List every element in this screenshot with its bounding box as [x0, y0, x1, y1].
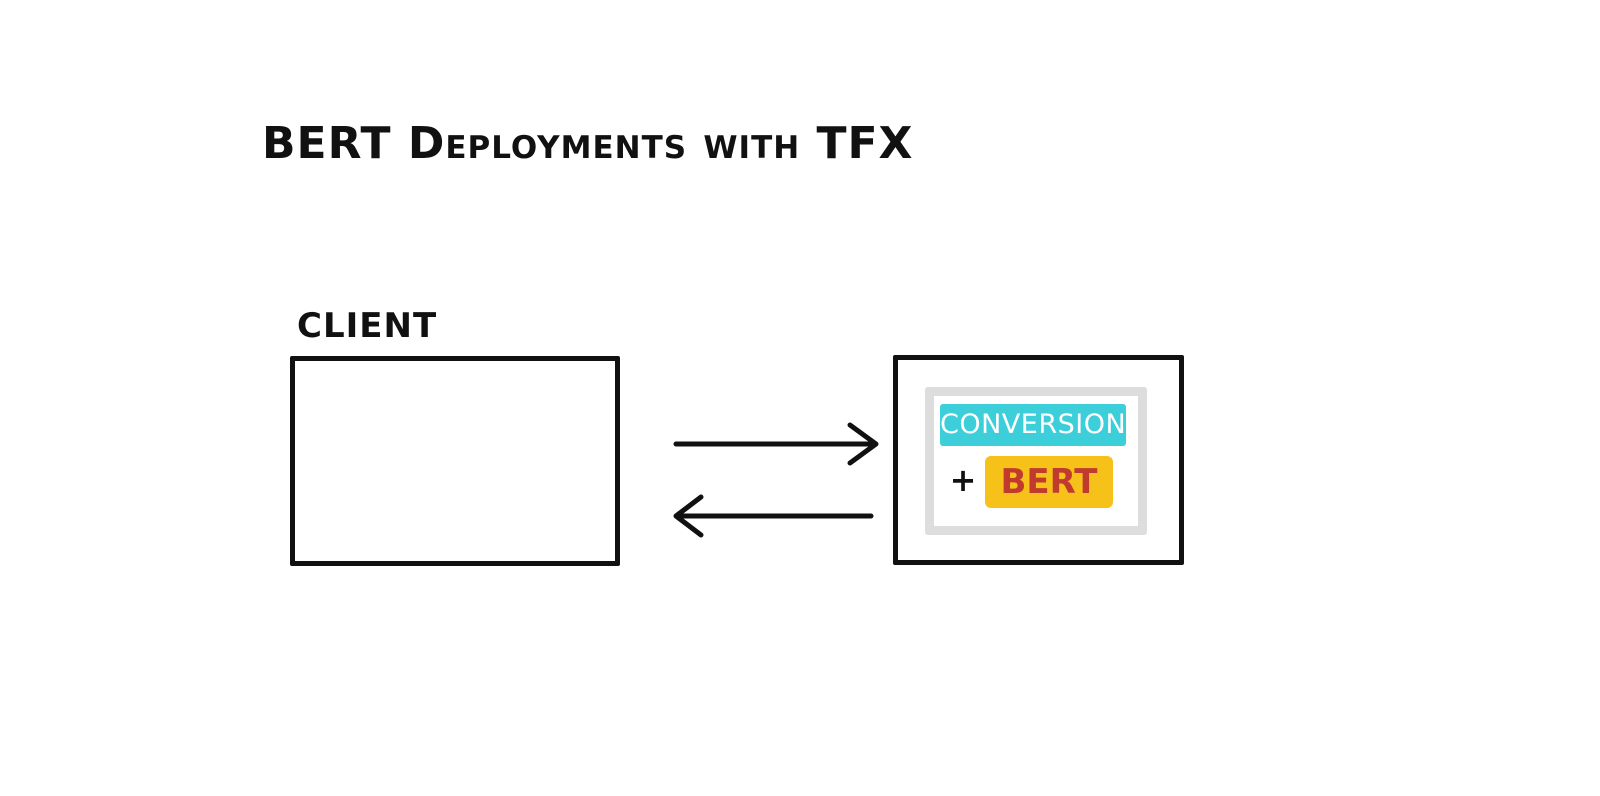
server-model-frame: [925, 387, 1147, 535]
server-box: [893, 355, 1184, 565]
request-arrow: [673, 422, 879, 466]
response-arrow: [673, 494, 874, 538]
client-box: [290, 356, 620, 566]
client-label: CLIENT: [297, 306, 438, 346]
plus-sign: +: [949, 461, 977, 499]
conversion-label: CONVERSION: [940, 404, 1126, 446]
bert-label: BERT: [985, 456, 1113, 508]
diagram-title: BERT Deployments with TFX: [262, 118, 914, 169]
